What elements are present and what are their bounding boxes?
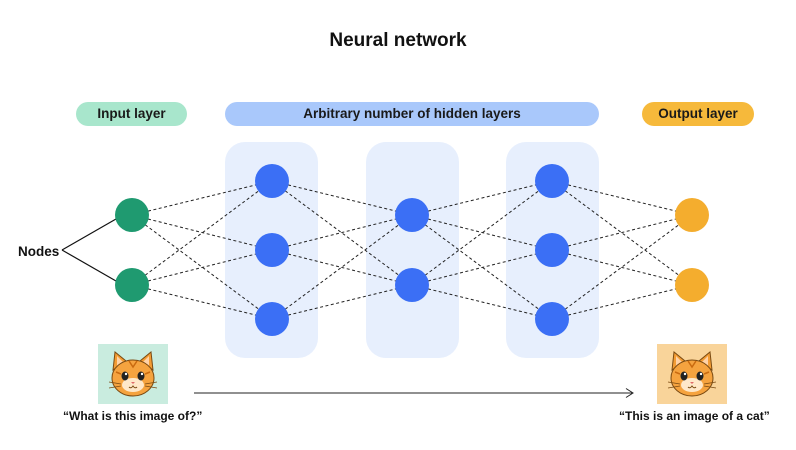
diagram-title: Neural network <box>329 30 467 51</box>
edge-input-0-to-hidden-1-1 <box>131 214 273 251</box>
network-nodes <box>115 164 709 336</box>
edge-input-1-to-hidden-1-0 <box>131 180 273 286</box>
edge-hidden-2-1-to-hidden-3-2 <box>411 284 553 320</box>
input-node-0 <box>115 198 149 232</box>
edge-hidden-2-1-to-hidden-3-1 <box>411 249 553 286</box>
nodes-label: Nodes <box>18 244 60 259</box>
edge-hidden-2-0-to-hidden-3-0 <box>411 180 553 216</box>
edge-hidden-3-2-to-output-1 <box>551 284 693 320</box>
input-caption: “What is this image of?” <box>63 409 203 423</box>
output-layer-label: Output layer <box>642 102 754 126</box>
edge-hidden-1-2-to-hidden-2-1 <box>271 284 413 320</box>
edge-input-0-to-hidden-1-2 <box>131 214 273 320</box>
hidden-3-node-2 <box>535 302 569 336</box>
nodes-pointer-line-0 <box>61 218 117 251</box>
edge-hidden-3-0-to-output-0 <box>551 180 693 216</box>
hidden-2-node-1 <box>395 268 429 302</box>
edge-input-0-to-hidden-1-0 <box>131 180 273 216</box>
input-cat-image <box>98 344 168 404</box>
hidden-layer-panel-2 <box>366 142 459 358</box>
hidden-1-node-1 <box>255 233 289 267</box>
flow-arrow <box>194 388 634 398</box>
edge-hidden-1-0-to-hidden-2-0 <box>271 180 413 216</box>
edge-hidden-2-0-to-hidden-3-2 <box>411 214 553 320</box>
edge-hidden-3-2-to-output-0 <box>551 214 693 320</box>
output-node-0 <box>675 198 709 232</box>
output-caption: “This is an image of a cat” <box>619 409 770 423</box>
edge-hidden-3-1-to-output-0 <box>551 214 693 251</box>
edge-hidden-1-0-to-hidden-2-1 <box>271 180 413 286</box>
cat-face-icon <box>98 344 168 404</box>
hidden-layers-label: Arbitrary number of hidden layers <box>225 102 599 126</box>
edge-input-1-to-hidden-1-1 <box>131 249 273 286</box>
edge-hidden-1-2-to-hidden-2-0 <box>271 214 413 320</box>
hidden-1-node-0 <box>255 164 289 198</box>
input-layer-label: Input layer <box>76 102 187 126</box>
cat-face-icon <box>657 344 727 404</box>
edge-input-1-to-hidden-1-2 <box>131 284 273 320</box>
hidden-3-node-1 <box>535 233 569 267</box>
nodes-pointer-line-1 <box>61 249 117 282</box>
hidden-2-node-0 <box>395 198 429 232</box>
edge-hidden-2-0-to-hidden-3-1 <box>411 214 553 251</box>
node-pointer-lines <box>61 218 117 282</box>
hidden-1-node-2 <box>255 302 289 336</box>
edge-hidden-3-0-to-output-1 <box>551 180 693 286</box>
edge-hidden-2-1-to-hidden-3-0 <box>411 180 553 286</box>
hidden-3-node-0 <box>535 164 569 198</box>
edge-hidden-3-1-to-output-1 <box>551 249 693 286</box>
output-cat-image <box>657 344 727 404</box>
edge-hidden-1-1-to-hidden-2-1 <box>271 249 413 286</box>
output-node-1 <box>675 268 709 302</box>
edge-hidden-1-1-to-hidden-2-0 <box>271 214 413 251</box>
input-node-1 <box>115 268 149 302</box>
connection-edges <box>131 180 693 320</box>
